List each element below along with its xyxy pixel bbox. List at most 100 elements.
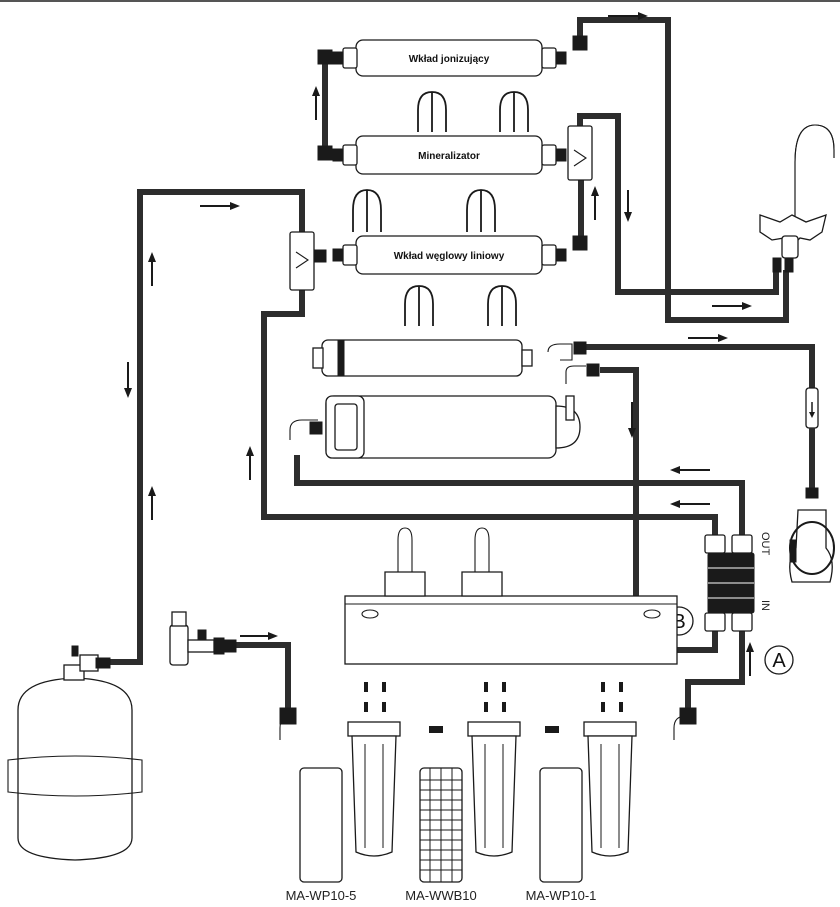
housing-2 [467, 721, 521, 857]
bracket-mount-right [461, 571, 503, 597]
membrane-body [321, 339, 523, 377]
feed-valve-fitting [223, 639, 237, 653]
arrow-right-icon [608, 12, 648, 20]
cartridge-sediment-5 [299, 767, 343, 883]
tube-ionizer-to-faucet [577, 17, 789, 323]
arrow-right-icon [712, 302, 752, 310]
ionizing-filter-cap-left [342, 47, 358, 69]
arrow-down-icon [624, 190, 632, 222]
housing-2-cap [467, 721, 521, 737]
faucet-stem-right [784, 257, 794, 273]
tube-membrane-return [294, 455, 745, 535]
clip-icon [404, 285, 434, 326]
flow-manifold: OUT IN [704, 532, 771, 632]
drain-saddle [789, 387, 835, 583]
feed-valve-handle [197, 629, 207, 641]
ionizing-filter: Wkład jonizujący [332, 39, 567, 77]
arrow-up-icon [591, 186, 599, 220]
manifold-port-in-right [731, 612, 753, 632]
ionizing-filter-fitting-right [555, 51, 567, 65]
arrow-up-icon [246, 446, 254, 480]
tank-body [17, 677, 133, 861]
arrow-right-icon [688, 334, 728, 342]
storage-tank [7, 645, 143, 861]
marker-a-label: A [772, 650, 786, 672]
saddle-bolt [789, 539, 797, 563]
membrane-cartridge [312, 339, 600, 384]
cartridge-label-third: MA-WP10-1 [526, 888, 597, 903]
carbon-inline-cap-left [342, 244, 358, 266]
housing-3-cap [583, 721, 637, 737]
tank-valve-handle [71, 645, 79, 657]
carbon-inline-label: Wkład węglowy liniowy [394, 251, 505, 262]
housing-1-bowl [351, 735, 397, 857]
faucet-handles [759, 213, 827, 250]
faucet [759, 124, 835, 273]
manifold-out-label: OUT [759, 532, 771, 556]
carbon-inline-filter: Wkład węglowy liniowy [332, 235, 567, 275]
tube-inlet-a [685, 630, 745, 708]
mineralizer-fitting-left [332, 148, 344, 162]
manifold-port-in-left [704, 612, 726, 632]
mineralizer-filter: Mineralizator [332, 135, 567, 175]
bracket-plate [344, 595, 678, 665]
clip-icon [352, 189, 382, 232]
tube-tee-to-manifold [261, 290, 718, 535]
housing-3-bowl [587, 735, 633, 857]
cartridge-label-second: MA-WWB10 [405, 888, 477, 903]
tube-feed-valve [236, 642, 291, 708]
tube-drain [585, 344, 815, 388]
arrow-right-icon [200, 202, 240, 210]
tee-right [567, 125, 593, 181]
prefilter-housings [347, 721, 637, 857]
housing-fitting [309, 421, 323, 435]
arrow-up-icon [148, 486, 156, 520]
membrane-elbow [547, 343, 573, 361]
bracket-mount-left [384, 571, 426, 597]
elbow-feed [279, 707, 297, 725]
feed-valve-arm [187, 639, 215, 653]
tube-tank-to-tee [110, 189, 305, 665]
manifold-port-out-right [731, 534, 753, 554]
mineralizer-label: Mineralizator [418, 151, 480, 162]
manifold-in-label: IN [759, 600, 771, 611]
membrane-end-cap [312, 347, 324, 369]
elbow-inlet [679, 707, 697, 725]
membrane-elbow-lower [565, 365, 586, 384]
housing-3 [583, 721, 637, 857]
mineralizer-fitting-right [555, 148, 567, 162]
mineralizer-cap-right [541, 144, 557, 166]
membrane-fitting-bottom [586, 363, 600, 377]
mounting-bracket [344, 527, 678, 665]
flow-arrows [124, 12, 754, 676]
manifold-port-out-left [704, 534, 726, 554]
housing-2-bowl [471, 735, 517, 857]
mineralizer-cap-left [342, 144, 358, 166]
lower-elbows [279, 707, 697, 740]
housing-ports [565, 395, 575, 421]
tee-left-port [313, 249, 327, 263]
mounting-clips [352, 91, 529, 326]
tank-valve-nut [95, 657, 111, 669]
arrow-up-icon [312, 86, 320, 120]
arrow-up-icon [148, 252, 156, 286]
ionizing-filter-cap-right [541, 47, 557, 69]
arrow-right-icon [240, 632, 278, 640]
clip-icon [499, 91, 529, 132]
feed-valve [169, 611, 237, 666]
tee-left [289, 231, 315, 291]
tee-left-check-icon [295, 251, 309, 269]
tee-fittings [289, 35, 593, 291]
tube-mineralizer-to-faucet [577, 113, 779, 295]
arrow-left-icon [670, 466, 710, 474]
membrane-housing [289, 395, 581, 459]
arrow-down-icon [628, 402, 636, 438]
tank-neck [63, 664, 85, 681]
housing-1-cap [347, 721, 401, 737]
tank-band [7, 755, 143, 797]
feed-valve-nut [213, 637, 225, 655]
elbow-mineralizer-left [317, 145, 333, 161]
clip-icon [487, 285, 517, 326]
carbon-inline-fitting-right [555, 248, 567, 262]
